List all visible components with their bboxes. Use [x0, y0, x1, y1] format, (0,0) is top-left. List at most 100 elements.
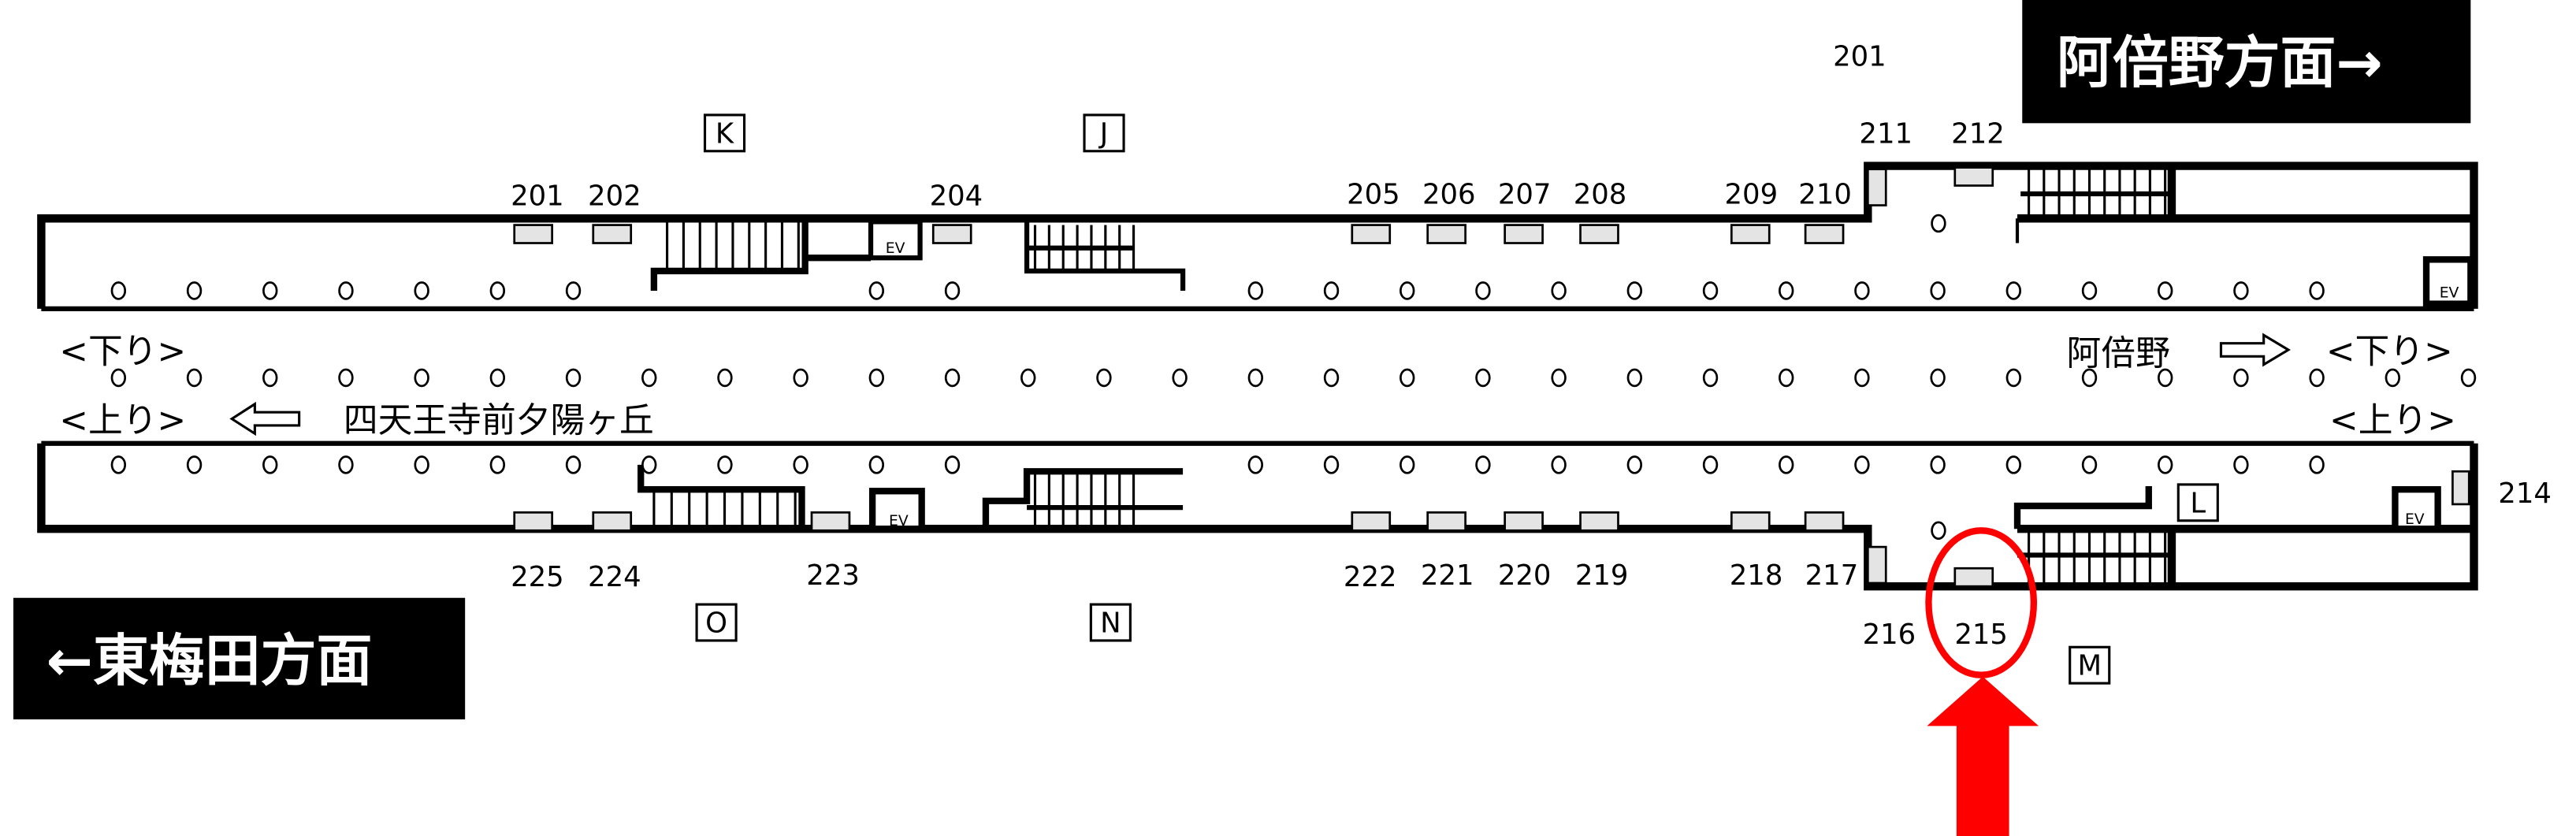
elevator-top-left: EV [868, 219, 923, 261]
pillar [641, 455, 657, 474]
pillar [2081, 455, 2098, 474]
platform-number-216: 216 [1863, 619, 1916, 651]
pillar [1475, 455, 1491, 474]
bench [2451, 470, 2470, 506]
pillar [2005, 368, 2022, 388]
pillar [944, 455, 961, 474]
pillar [793, 368, 808, 388]
bench [592, 224, 633, 244]
pillar [414, 368, 429, 388]
pillar [2233, 368, 2249, 388]
platform-number-207: 207 [1498, 178, 1552, 210]
pillar [1930, 368, 1946, 388]
pillar [868, 368, 885, 388]
pillar [1930, 455, 1946, 474]
platform-number-220: 220 [1498, 559, 1552, 592]
direction-down-left: <下り> [59, 332, 186, 372]
direction-up-left: <上り> [59, 400, 186, 440]
pillar [489, 455, 506, 474]
pillar [2158, 281, 2173, 300]
pillar [338, 455, 354, 474]
pillar [262, 281, 278, 300]
pillar [1247, 368, 1264, 388]
platform-number-202: 202 [588, 180, 641, 213]
elevator-bottom-left: EV [868, 488, 925, 533]
pillar [717, 368, 733, 388]
stairs-k [650, 221, 872, 291]
pillar [1779, 455, 1794, 474]
platform-number-204: 204 [930, 180, 983, 213]
bench [1866, 545, 1887, 585]
bench [1579, 224, 1619, 244]
elevator-top-right: EV [2422, 256, 2474, 307]
pillar [1400, 368, 1415, 388]
bench [1351, 224, 1392, 244]
pillar [641, 368, 657, 388]
stairs-o [637, 464, 805, 529]
pillar [868, 281, 885, 300]
arrow-left-icon [229, 401, 301, 437]
pillar [717, 455, 733, 474]
pillar [1551, 281, 1567, 300]
bench [1730, 224, 1771, 244]
pillar [1400, 281, 1415, 300]
pillar [1020, 368, 1036, 388]
arrow-right-icon [2219, 333, 2291, 367]
pillar [489, 368, 506, 388]
bench [810, 511, 851, 532]
platform-number-212: 212 [1951, 117, 2005, 150]
svg-text:EV: EV [886, 240, 905, 257]
pillar [1551, 368, 1567, 388]
bench [1426, 511, 1466, 532]
platform-number-201: 201 [511, 180, 564, 213]
pillar [1854, 281, 1870, 300]
pillar [1779, 281, 1794, 300]
pillar [2309, 455, 2325, 474]
platform-number-206: 206 [1422, 178, 1476, 210]
platform-number-221: 221 [1421, 559, 1474, 592]
platform-number-215: 215 [1954, 619, 2008, 651]
pillar [2233, 281, 2249, 300]
exit-J: J [1083, 113, 1125, 153]
exit-label: J [1098, 117, 1108, 150]
pillar [1096, 368, 1112, 388]
pillar [1931, 214, 1946, 233]
platform-number-224: 224 [588, 561, 641, 593]
svg-text:EV: EV [2440, 284, 2459, 301]
bench [1504, 224, 1544, 244]
platform-number-223: 223 [806, 559, 860, 592]
pillar [1323, 455, 1340, 474]
pillar [565, 368, 582, 388]
bench [1953, 166, 1994, 187]
platform-number-210: 210 [1798, 178, 1852, 210]
pillar [110, 281, 127, 300]
stairs-upper-right [2020, 169, 2172, 219]
pillar [1400, 455, 1415, 474]
pillar [489, 281, 506, 300]
pillar [2158, 455, 2173, 474]
platform-number-205: 205 [1347, 178, 1400, 210]
elevator-bottom-right: EV [2392, 486, 2441, 533]
destination-abeno: 阿倍野 [2067, 333, 2170, 373]
pillar [1702, 455, 1719, 474]
bench [1426, 224, 1466, 244]
pillar [1626, 455, 1643, 474]
platform-number-222: 222 [1344, 561, 1397, 593]
bench [1804, 511, 1845, 532]
pillar [1247, 281, 1264, 300]
banner-higashi-umeda: ←東梅田方面 [13, 597, 466, 720]
pillar [414, 281, 429, 300]
exit-K: K [703, 113, 746, 153]
pillar [565, 281, 582, 300]
pillar [1626, 368, 1643, 388]
pillar [2158, 368, 2173, 388]
pillar [2385, 368, 2401, 388]
platform-number-218: 218 [1730, 559, 1783, 592]
platform-number-211: 211 [1859, 117, 1912, 150]
platform-number-225: 225 [511, 561, 564, 593]
bench [1953, 567, 1994, 588]
pillars [110, 214, 2477, 541]
pillar [944, 368, 961, 388]
